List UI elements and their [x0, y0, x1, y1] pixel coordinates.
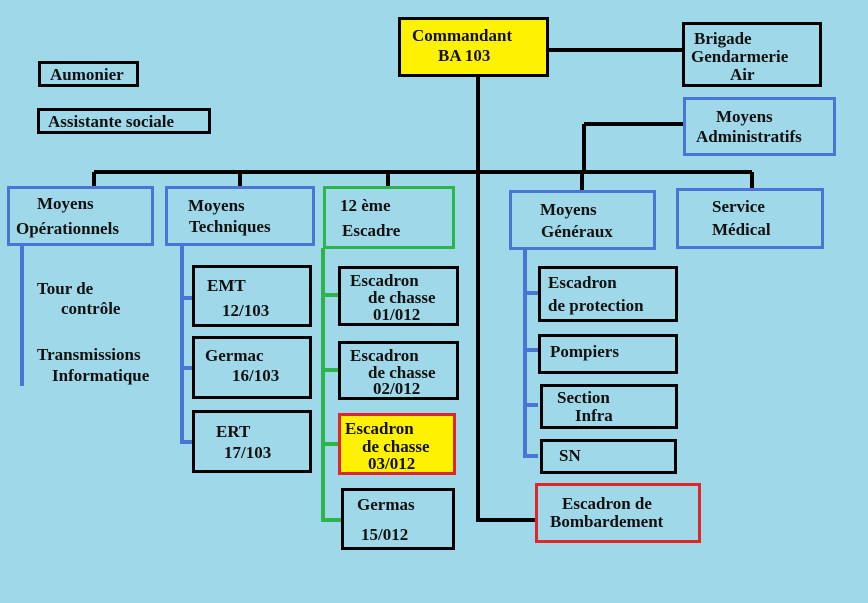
- commandant-line2: BA 103: [438, 46, 491, 65]
- sn-box: SN: [540, 439, 677, 474]
- escadre-line2: Escadre: [342, 221, 401, 240]
- ec1-line3: 01/012: [373, 305, 421, 324]
- ec1-line2: de chasse: [368, 288, 436, 307]
- ec3-line1: Escadron: [345, 419, 414, 438]
- tour-controle-line2: contrôle: [61, 299, 121, 318]
- escadre-line1: 12 ème: [340, 196, 391, 215]
- aumonier-box: Aumonier: [38, 61, 139, 87]
- germac-line2: 16/103: [232, 366, 280, 385]
- transmissions-line2: Informatique: [52, 366, 150, 385]
- ec1-line1: Escadron: [350, 271, 419, 290]
- assistante-sociale-box: Assistante sociale: [37, 108, 211, 134]
- sn-label: SN: [559, 446, 581, 465]
- transmissions-line1: Transmissions: [37, 345, 141, 364]
- brigade-gendarmerie-box: Brigade Gendarmerie Air: [682, 22, 822, 87]
- ops-line2: Opérationnels: [16, 219, 119, 238]
- escadron-chasse-01-box: Escadron de chasse 01/012: [338, 266, 459, 326]
- medical-line2: Médical: [712, 220, 771, 239]
- escadre-box: 12 ème Escadre: [323, 186, 455, 249]
- germac-box: Germac 16/103: [192, 336, 312, 399]
- medical-line1: Service: [712, 197, 765, 216]
- brigade-line1: Brigade: [694, 29, 752, 48]
- tour-controle-line1: Tour de: [37, 279, 94, 298]
- emt-line1: EMT: [207, 276, 246, 295]
- escadron-chasse-03-box: Escadron de chasse 03/012: [338, 413, 456, 475]
- germas-line1: Germas: [357, 495, 415, 514]
- pompiers-box: Pompiers: [538, 334, 678, 374]
- prot-line1: Escadron: [548, 273, 617, 292]
- ec2-line3: 02/012: [373, 379, 421, 398]
- generaux-line2: Généraux: [541, 222, 613, 241]
- infra-line2: Infra: [575, 406, 613, 425]
- ops-line1: Moyens: [37, 194, 94, 213]
- moyens-administratifs-box: Moyens Administratifs: [683, 97, 836, 156]
- brigade-line2: Gendarmerie: [691, 47, 789, 66]
- pompiers-label: Pompiers: [550, 342, 619, 361]
- admin-line1: Moyens: [716, 107, 773, 126]
- germas-box: Germas 15/012: [341, 488, 455, 550]
- aumonier-label: Aumonier: [50, 65, 124, 84]
- ert-line1: ERT: [216, 422, 251, 441]
- section-infra-box: Section Infra: [540, 384, 678, 429]
- ec2-line2: de chasse: [368, 363, 436, 382]
- bombardement-line1: Escadron de: [562, 494, 652, 513]
- ec3-line3: 03/012: [368, 454, 416, 473]
- commandant-box: Commandant BA 103: [398, 17, 549, 77]
- germas-line2: 15/012: [361, 525, 409, 544]
- tech-line1: Moyens: [188, 196, 245, 215]
- ert-box: ERT 17/103: [192, 410, 312, 473]
- moyens-operationnels-box: Moyens Opérationnels: [7, 186, 154, 246]
- commandant-line1: Commandant: [412, 26, 513, 45]
- germac-line1: Germac: [205, 346, 264, 365]
- tech-line2: Techniques: [189, 217, 271, 236]
- escadron-chasse-02-box: Escadron de chasse 02/012: [338, 341, 459, 400]
- escadron-bombardement-box: Escadron de Bombardement: [535, 483, 701, 543]
- prot-line2: de protection: [548, 296, 644, 315]
- brigade-line3: Air: [730, 65, 755, 84]
- moyens-generaux-box: Moyens Généraux: [509, 190, 656, 250]
- admin-line2: Administratifs: [696, 127, 802, 146]
- ert-line2: 17/103: [224, 443, 272, 462]
- moyens-techniques-box: Moyens Techniques: [165, 186, 315, 246]
- infra-line1: Section: [557, 388, 610, 407]
- service-medical-box: Service Médical: [676, 188, 824, 249]
- emt-box: EMT 12/103: [192, 265, 312, 327]
- generaux-line1: Moyens: [540, 200, 597, 219]
- assistante-label: Assistante sociale: [48, 112, 175, 131]
- ec2-line1: Escadron: [350, 346, 419, 365]
- bombardement-line2: Bombardement: [550, 512, 664, 531]
- emt-line2: 12/103: [222, 301, 270, 320]
- escadron-protection-box: Escadron de protection: [538, 266, 678, 322]
- ec3-line2: de chasse: [362, 437, 430, 456]
